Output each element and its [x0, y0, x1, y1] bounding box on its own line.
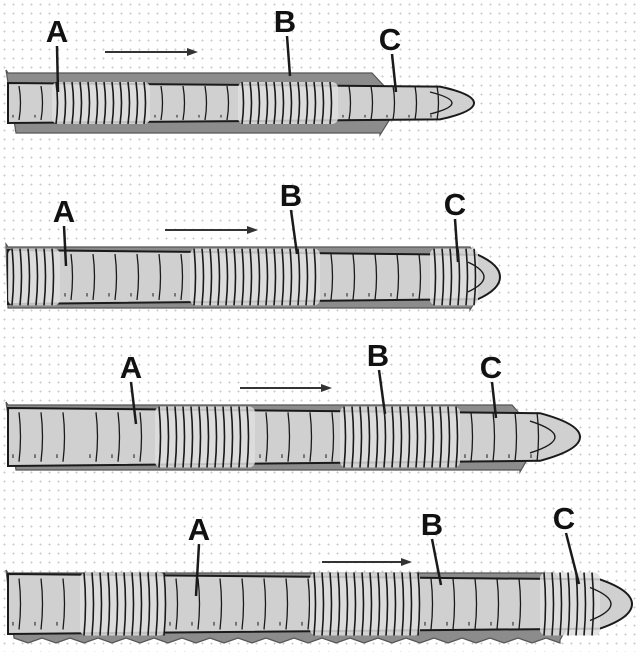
worm-panel-1: A B C	[6, 4, 474, 135]
label-c: C	[553, 501, 575, 536]
label-b: B	[367, 338, 389, 373]
label-c: C	[480, 350, 502, 385]
direction-arrowhead	[187, 48, 198, 56]
label-b: B	[274, 4, 296, 39]
label-a: A	[188, 512, 210, 547]
contracted-zone	[52, 82, 150, 124]
contracted-zone	[430, 249, 478, 306]
direction-arrowhead	[321, 384, 332, 392]
label-c: C	[379, 22, 401, 57]
label-a: A	[120, 350, 142, 385]
worm-panel-4: A B C	[6, 501, 632, 643]
contracted-zone	[190, 249, 320, 306]
label-b: B	[421, 507, 443, 542]
worm-panel-3: A B C	[6, 338, 580, 472]
label-leader-a	[57, 46, 58, 92]
direction-arrowhead	[247, 226, 258, 234]
label-b: B	[280, 178, 302, 213]
label-c: C	[444, 187, 466, 222]
label-leader-b	[287, 36, 290, 76]
worm-panel-2: A B C	[6, 178, 500, 310]
label-a: A	[46, 14, 68, 49]
direction-arrowhead	[401, 558, 412, 566]
label-a: A	[53, 194, 75, 229]
